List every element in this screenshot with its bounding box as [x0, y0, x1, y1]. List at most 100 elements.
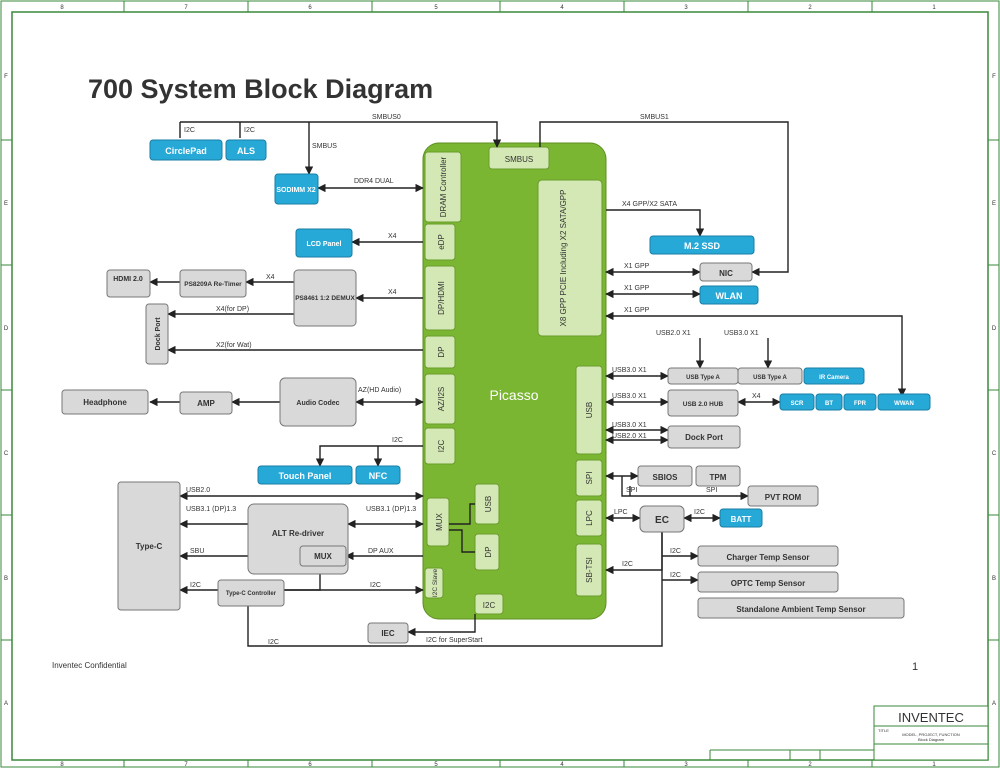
row-label: E	[4, 201, 8, 207]
soc-smbus-label: SMBUS	[505, 155, 533, 164]
block-wwan: WWAN	[894, 401, 914, 407]
label-x4-hdmi: X4	[266, 274, 275, 281]
label-x4-edp: X4	[388, 233, 397, 240]
col-label: 8	[60, 762, 64, 768]
block-audio-codec: Audio Codec	[296, 400, 339, 407]
block-usb-hub: USB 2.0 HUB	[683, 401, 724, 408]
block-m2ssd: M.2 SSD	[684, 241, 721, 251]
col-label: 5	[434, 762, 438, 768]
peripheral-gray: HDMI 2.0 PS8209A Re-Timer PS8461 1:2 DEM…	[61, 262, 905, 644]
block-alt-redriver: ALT Re-driver	[272, 529, 324, 538]
block-optc-temp: OPTC Temp Sensor	[731, 579, 806, 588]
block-batt: BATT	[731, 515, 752, 524]
label-usb3-typec: USB3.1 (DP)1.3	[186, 506, 236, 513]
col-label: 3	[684, 762, 688, 768]
block-iec: IEC	[381, 629, 395, 638]
connections	[149, 121, 907, 647]
label-dp-aux: DP AUX	[368, 548, 394, 555]
wire-labels: SMBUS0 SMBUS1 SMBUS I2C I2C DDR4 DUAL X4…	[184, 114, 761, 646]
soc-gpp-label: X8 GPP PCIE Including X2 SATA/GPP	[559, 190, 568, 327]
label-i2c-touch: I2C	[392, 437, 403, 444]
block-dockport-right: Dock Port	[685, 433, 723, 442]
page-title: 700 System Block Diagram	[88, 74, 433, 104]
block-nfc: NFC	[369, 471, 388, 481]
label-dock-usb3: USB3.0 X1	[612, 422, 647, 429]
block-usb-type-a1: USB Type A	[686, 375, 720, 381]
label-x1-wlan: X1 GPP	[624, 285, 650, 292]
label-i2c-charger: I2C	[670, 548, 681, 555]
col-label: 7	[184, 762, 188, 768]
block-dockport-left: Dock Port	[155, 317, 162, 351]
soc-dp-inner-label: DP	[484, 546, 493, 557]
label-x4-dock: X4(for DP)	[216, 306, 249, 313]
peripheral-blue: CirclePad ALS SODIMM X2 LCD Panel Touch …	[149, 139, 931, 528]
row-label: A	[992, 701, 996, 707]
label-usb2-typec: USB2.0	[186, 487, 210, 494]
soc-picasso: SMBUS DRAM Controller eDP DP/HDMI DP AZ/…	[422, 142, 607, 620]
row-label: F	[4, 74, 8, 80]
soc-edp-label: eDP	[437, 234, 446, 250]
footer-confidential: Inventec Confidential	[52, 661, 127, 670]
label-lpc: LPC	[614, 509, 628, 516]
soc-dram-label: DRAM Controller	[439, 156, 448, 217]
row-label: D	[992, 326, 997, 332]
titleblock-title-label: TITLE	[878, 728, 889, 733]
label-i2c-batt: I2C	[694, 509, 705, 516]
block-fpr: FPR	[854, 401, 867, 407]
col-label: 1	[932, 762, 936, 768]
col-label: 4	[560, 5, 564, 11]
block-als: ALS	[237, 146, 255, 156]
block-scr: SCR	[791, 401, 804, 407]
label-sata: X4 GPP/X2 SATA	[622, 201, 677, 208]
block-pvt-rom: PVT ROM	[765, 493, 802, 502]
label-x4-dp: X4	[388, 289, 397, 296]
row-label: B	[992, 576, 996, 582]
soc-i2c-label: I2C	[437, 440, 446, 453]
col-label: 5	[434, 5, 438, 11]
block-ec: EC	[655, 515, 669, 526]
block-headphone: Headphone	[83, 398, 127, 407]
label-spi: SPI	[626, 487, 637, 494]
label-i2c-bottom: I2C	[268, 639, 279, 646]
soc-mux-label: MUX	[435, 512, 444, 530]
soc-dp-label: DP	[437, 346, 446, 357]
row-label: C	[4, 451, 9, 457]
block-lcd: LCD Panel	[306, 241, 341, 248]
block-ps8461: PS8461 1:2 DEMUX	[295, 295, 355, 302]
soc-spi-label: SPI	[585, 472, 594, 485]
label-az: AZ(HD Audio)	[358, 387, 401, 394]
block-sbios: SBIOS	[653, 473, 679, 482]
label-x4-hub: X4	[752, 393, 761, 400]
row-label: A	[4, 701, 8, 707]
col-label: 2	[808, 762, 812, 768]
block-ir-camera: IR Camera	[819, 375, 849, 381]
label-smbus1: SMBUS1	[640, 114, 669, 121]
soc-dphdmi-label: DP/HDMI	[437, 281, 446, 315]
title-block: INVENTEC TITLE MODEL, PROJECT, FUNCTION …	[709, 705, 989, 761]
col-label: 1	[932, 5, 936, 11]
soc-i2c-slave-label: I2C Slave	[432, 569, 439, 598]
block-usb-type-a2: USB Type A	[753, 375, 787, 381]
row-label: C	[992, 451, 997, 457]
col-label: 4	[560, 762, 564, 768]
titleblock-function: Block Diagram	[918, 737, 945, 742]
block-charger-temp: Charger Temp Sensor	[727, 553, 810, 562]
soc-usb-inner-label: USB	[484, 496, 493, 512]
soc-name: Picasso	[489, 387, 538, 403]
row-label: E	[992, 201, 996, 207]
block-hdmi: HDMI 2.0	[113, 276, 143, 283]
label-i2c-typec: I2C	[190, 582, 201, 589]
footer-page-number: 1	[912, 661, 918, 673]
col-label: 8	[60, 5, 64, 11]
soc-usb-label: USB	[585, 402, 594, 418]
label-i2c-sensor: I2C	[622, 561, 633, 568]
block-typec-ctrl: Type-C Controller	[226, 591, 277, 597]
label-x1-nic: X1 GPP	[624, 263, 650, 270]
block-ps8209a: PS8209A Re-Timer	[184, 281, 242, 288]
label-usb3-alt: USB3.1 (DP)1.3	[366, 506, 416, 513]
label-usb2-x1: USB2.0 X1	[656, 330, 691, 337]
block-wlan: WLAN	[716, 291, 743, 301]
col-label: 7	[184, 5, 188, 11]
row-label: F	[992, 74, 996, 80]
